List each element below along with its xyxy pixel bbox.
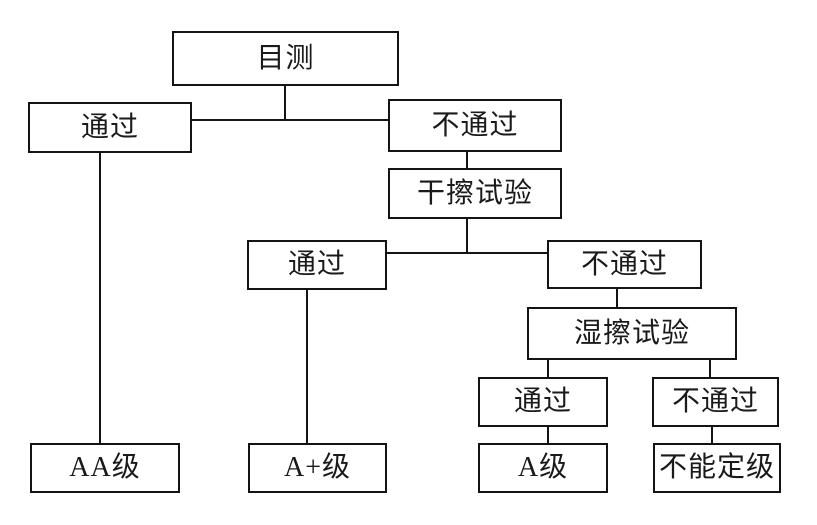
edge-pass3-to-grade-a xyxy=(547,427,549,444)
node-grade-aa: AA级 xyxy=(30,443,180,493)
edge-fail1-to-dry-rub xyxy=(466,152,468,169)
edge-wet-rub-to-pass3 xyxy=(547,360,549,378)
edge-row2-horizontal xyxy=(387,252,547,254)
edge-row1-horizontal xyxy=(192,119,388,121)
node-dry-rub-test: 干擦试验 xyxy=(388,168,562,219)
node-fail-1: 不通过 xyxy=(388,99,562,152)
node-pass-1: 通过 xyxy=(28,102,192,153)
node-wet-rub-test: 湿擦试验 xyxy=(527,307,737,360)
edge-dry-rub-to-row2 xyxy=(466,219,468,254)
edge-visual-to-row1 xyxy=(284,86,286,120)
node-visual-test: 目测 xyxy=(172,31,399,86)
node-fail-3: 不通过 xyxy=(652,377,779,427)
node-grade-none: 不能定级 xyxy=(653,443,781,493)
edge-pass1-to-grade-aa xyxy=(99,153,101,443)
node-grade-a-plus: A+级 xyxy=(248,443,387,493)
edge-fail2-to-wet-rub xyxy=(616,289,618,308)
node-fail-2: 不通过 xyxy=(547,240,702,289)
edge-wet-rub-to-fail3 xyxy=(709,360,711,378)
node-pass-2: 通过 xyxy=(247,240,387,290)
edge-pass2-to-grade-a-plus xyxy=(306,290,308,443)
node-grade-a: A级 xyxy=(478,443,608,493)
edge-fail3-to-grade-none xyxy=(711,427,713,444)
node-pass-3: 通过 xyxy=(478,377,608,427)
